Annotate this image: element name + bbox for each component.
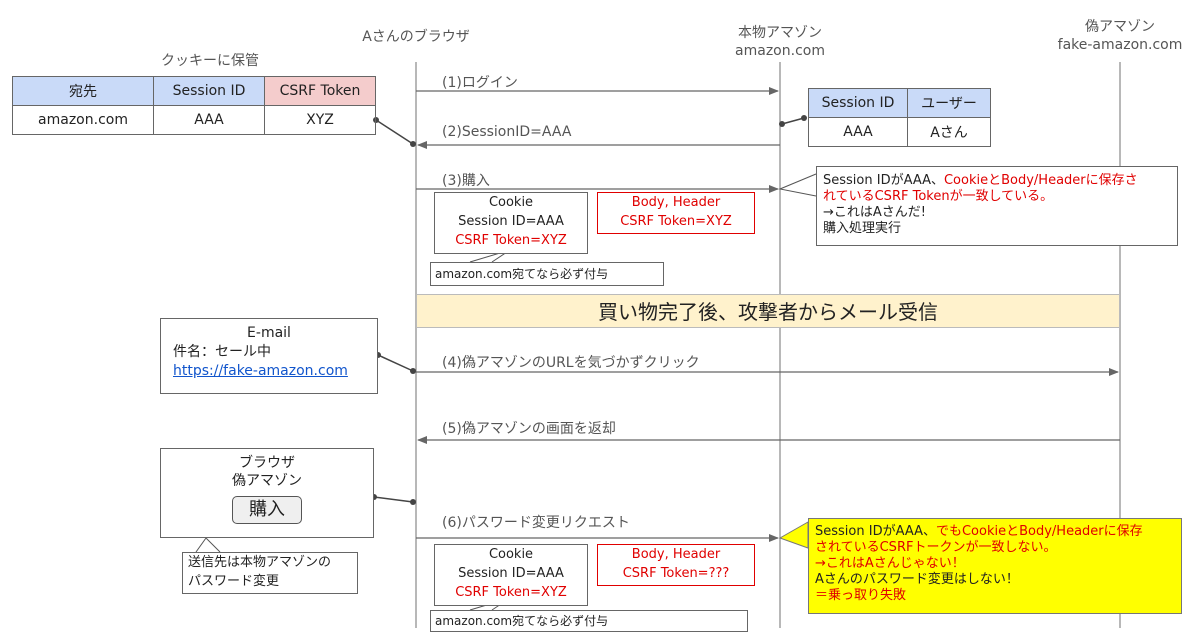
lifeline-title-fake: 偽アマゾン fake-amazon.com — [1040, 18, 1200, 54]
note1-pointer — [778, 173, 817, 197]
note2-part-b: でもCookieとBody/Headerに保存 — [935, 524, 1143, 539]
note1-part-d: →これはAさんだ! — [823, 205, 926, 220]
req2-cookie-title: Cookie — [488, 547, 534, 562]
note2-part-a: Session IDがAAA、 — [815, 524, 936, 539]
connector-server — [781, 117, 805, 125]
email-subject: 件名：セール中 — [173, 344, 271, 360]
note2-part-e: Aさんのパスワード変更はしない！ — [815, 572, 1019, 587]
email-box: E-mail 件名：セール中 https://fake-amazon.com — [160, 318, 378, 394]
email-link[interactable]: https://fake-amazon.com — [173, 363, 348, 379]
fake-page-title2: 偽アマゾン — [232, 473, 302, 489]
note2-part-d: →これはAさんじゃない！ — [815, 556, 965, 571]
cookie-store-caption: クッキーに保管 — [161, 53, 259, 69]
lifeline-title-browser: Aさんのブラウザ — [362, 29, 470, 45]
verification-note-fail: Session IDがAAA、でもCookieとBody/Headerに保存 さ… — [808, 518, 1182, 614]
real-name: 本物アマゾン — [738, 25, 822, 41]
server-session-table: Session ID ユーザー AAA Aさん — [808, 88, 991, 147]
note2-part-f: ＝乗っ取り失敗 — [815, 588, 907, 603]
note2-part-c: されているCSRFトークンが一致しない。 — [815, 540, 1057, 555]
verification-note-success: Session IDがAAA、CookieとBody/Headerに保存さ れて… — [816, 166, 1178, 246]
req2-body-token: CSRF Token=??? — [622, 566, 730, 581]
message-3: (3)購入 — [442, 173, 490, 189]
note1-part-a: Session IDがAAA、 — [823, 173, 944, 188]
fake-page-callout: 送信先は本物アマゾンの パスワード変更 — [182, 552, 358, 594]
req1-body-title: Body, Header — [631, 195, 721, 210]
fake-page-callout-1: 送信先は本物アマゾンの — [188, 555, 332, 570]
cookie-header-dest: 宛先 — [12, 76, 154, 106]
req1-cookie-title: Cookie — [488, 195, 534, 210]
cookie-cell-csrf: XYZ — [264, 105, 376, 135]
note1-part-b: CookieとBody/Headerに保存さ — [943, 173, 1138, 188]
req2-callout: amazon.com宛てなら必ず付与 — [430, 610, 748, 632]
req1-body-box: Body, Header CSRF Token=XYZ — [597, 192, 755, 234]
fake-domain: fake-amazon.com — [1057, 37, 1183, 53]
connector-fakepage — [373, 496, 414, 503]
note1-part-c: れているCSRF Tokenが一致している。 — [823, 189, 1054, 204]
req2-body-box: Body, Header CSRF Token=??? — [597, 544, 755, 586]
req2-cookie-session: Session ID=AAA — [458, 566, 564, 581]
req1-cookie-session: Session ID=AAA — [458, 214, 564, 229]
phase-banner: 買い物完了後、攻撃者からメール受信 — [416, 294, 1120, 328]
email-title: E-mail — [247, 325, 291, 341]
lifeline-title-real: 本物アマゾン amazon.com — [700, 24, 860, 60]
note2-pointer — [778, 521, 809, 549]
connector-email — [377, 354, 414, 372]
fake-name: 偽アマゾン — [1085, 19, 1155, 35]
cookie-cell-session: AAA — [153, 105, 265, 135]
req2-cookie-box: Cookie Session ID=AAA CSRF Token=XYZ — [434, 544, 588, 606]
real-domain: amazon.com — [735, 43, 825, 59]
req1-cookie-token: CSRF Token=XYZ — [455, 233, 567, 248]
server-cell-user: Aさん — [907, 117, 991, 147]
message-5: (5)偽アマゾンの画面を返却 — [442, 421, 616, 437]
fake-page-callout-2: パスワード変更 — [188, 574, 280, 589]
message-1: (1)ログイン — [442, 75, 518, 91]
message-2: (2)SessionID=AAA — [442, 124, 572, 140]
fake-page-title1: ブラウザ — [239, 455, 295, 471]
req2-cookie-token: CSRF Token=XYZ — [455, 585, 567, 600]
req1-body-token: CSRF Token=XYZ — [620, 214, 732, 229]
cookie-table: 宛先 Session ID CSRF Token amazon.com AAA … — [12, 76, 376, 135]
note1-part-e: 購入処理実行 — [823, 221, 902, 236]
connector-cookie — [375, 119, 414, 145]
req1-cookie-box: Cookie Session ID=AAA CSRF Token=XYZ — [434, 192, 588, 254]
server-header-session: Session ID — [808, 88, 908, 118]
fake-page-box: ブラウザ 偽アマゾン 購入 — [160, 448, 374, 538]
purchase-button[interactable]: 購入 — [232, 496, 302, 524]
message-4: (4)偽アマゾンのURLを気づかずクリック — [442, 355, 700, 371]
server-cell-session: AAA — [808, 117, 908, 147]
server-header-user: ユーザー — [907, 88, 991, 118]
cookie-cell-dest: amazon.com — [12, 105, 154, 135]
req1-callout: amazon.com宛てなら必ず付与 — [430, 262, 664, 286]
req2-body-title: Body, Header — [631, 547, 721, 562]
callout3-pointer — [195, 537, 221, 553]
message-6: (6)パスワード変更リクエスト — [442, 515, 630, 531]
cookie-header-session: Session ID — [153, 76, 265, 106]
cookie-header-csrf: CSRF Token — [264, 76, 376, 106]
